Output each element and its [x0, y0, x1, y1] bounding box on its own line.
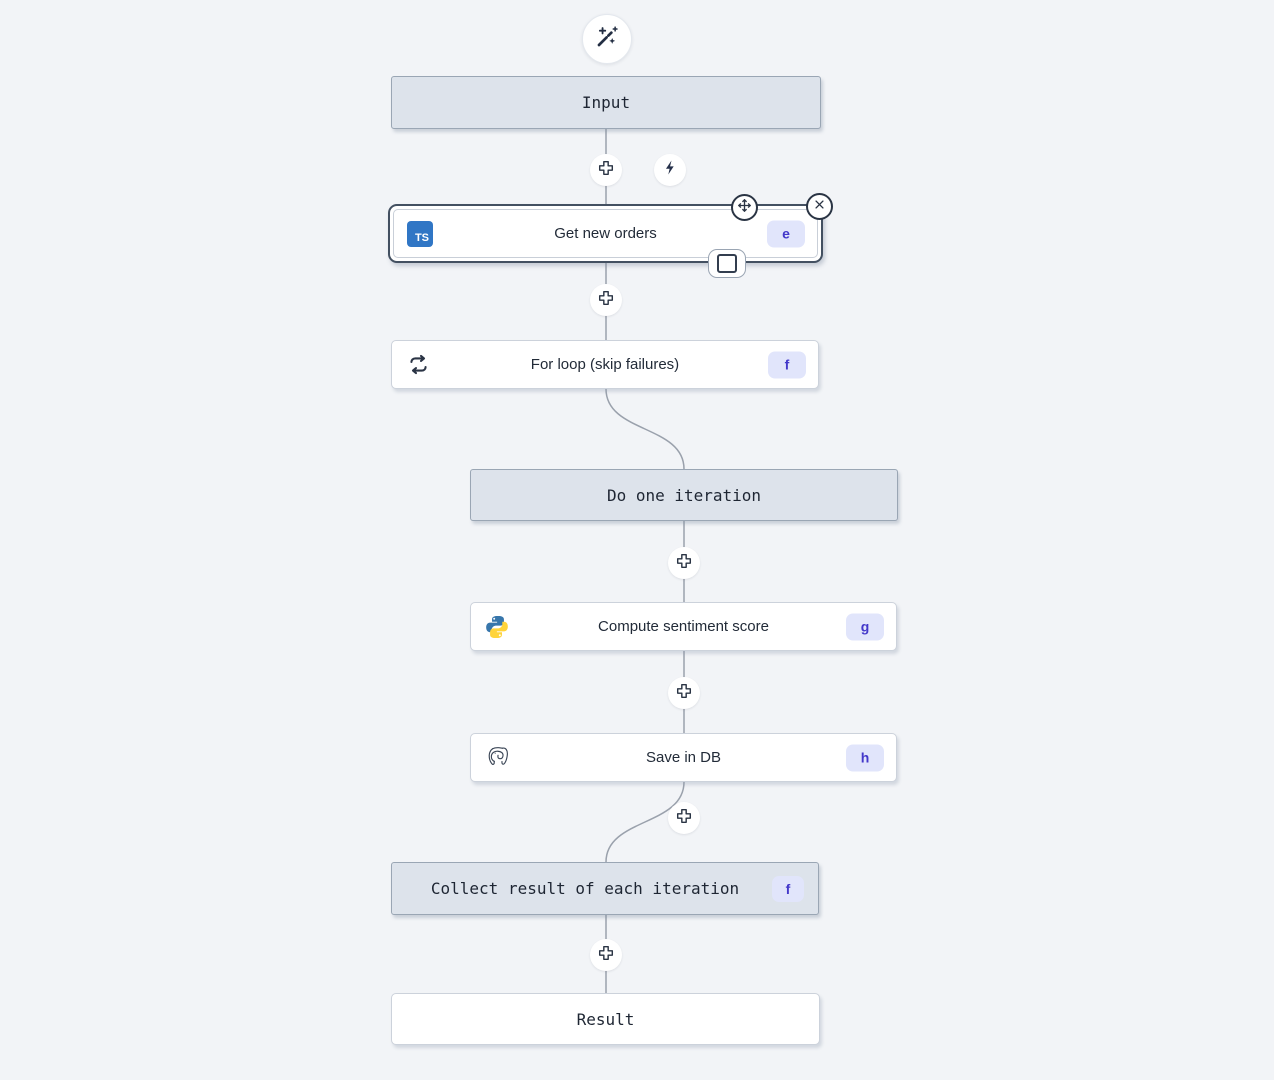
plus-icon	[675, 552, 693, 575]
node-compute-sentiment-label: Compute sentiment score	[598, 618, 769, 635]
node-get-new-orders-label: Get new orders	[554, 225, 657, 242]
node-result[interactable]: Result	[391, 993, 820, 1045]
node-do-one-iteration-label: Do one iteration	[606, 485, 762, 505]
ai-flow-builder-button[interactable]	[582, 14, 632, 64]
node-save-in-db-label: Save in DB	[645, 749, 722, 766]
node-compute-sentiment-badge: g	[846, 613, 884, 640]
node-save-in-db[interactable]: Save in DB h	[470, 733, 897, 782]
node-result-label: Result	[576, 1009, 635, 1029]
plus-icon	[597, 289, 615, 312]
plus-icon	[597, 159, 615, 182]
typescript-icon: TS	[407, 220, 433, 247]
node-collect-result[interactable]: Collect result of each iteration f	[391, 862, 819, 915]
node-do-one-iteration[interactable]: Do one iteration	[470, 469, 898, 521]
node-collect-result-label: Collect result of each iteration	[430, 879, 740, 898]
add-step-button-3[interactable]	[668, 547, 700, 579]
add-step-button-2[interactable]	[590, 284, 622, 316]
add-step-button-5[interactable]	[668, 802, 700, 834]
node-compute-sentiment[interactable]: Compute sentiment score g	[470, 602, 897, 651]
square-icon	[717, 254, 737, 273]
delete-node-button[interactable]	[806, 193, 833, 220]
move-arrows-icon	[736, 197, 753, 219]
postgresql-icon	[484, 745, 510, 771]
close-icon	[812, 197, 827, 217]
node-for-loop-label: For loop (skip failures)	[530, 356, 680, 373]
node-for-loop[interactable]: For loop (skip failures) f	[391, 340, 819, 389]
node-input-label: Input	[581, 93, 631, 112]
move-node-handle[interactable]	[731, 194, 758, 221]
node-save-in-db-badge: h	[846, 744, 884, 771]
stop-toggle-button[interactable]	[708, 249, 746, 278]
magic-wand-icon	[594, 24, 620, 55]
python-icon	[484, 614, 510, 640]
plus-icon	[597, 944, 615, 967]
node-get-new-orders-badge: e	[767, 220, 805, 247]
node-input[interactable]: Input	[391, 76, 821, 129]
add-step-button-6[interactable]	[590, 939, 622, 971]
node-get-new-orders[interactable]: TS Get new orders e	[388, 204, 823, 263]
add-trigger-button[interactable]	[654, 154, 686, 186]
plus-icon	[675, 807, 693, 830]
add-step-button-4[interactable]	[668, 677, 700, 709]
repeat-loop-icon	[405, 352, 431, 378]
node-collect-result-badge: f	[772, 875, 804, 902]
node-for-loop-badge: f	[768, 351, 806, 378]
add-step-button-1[interactable]	[590, 154, 622, 186]
lightning-icon	[662, 159, 679, 181]
plus-icon	[675, 682, 693, 705]
